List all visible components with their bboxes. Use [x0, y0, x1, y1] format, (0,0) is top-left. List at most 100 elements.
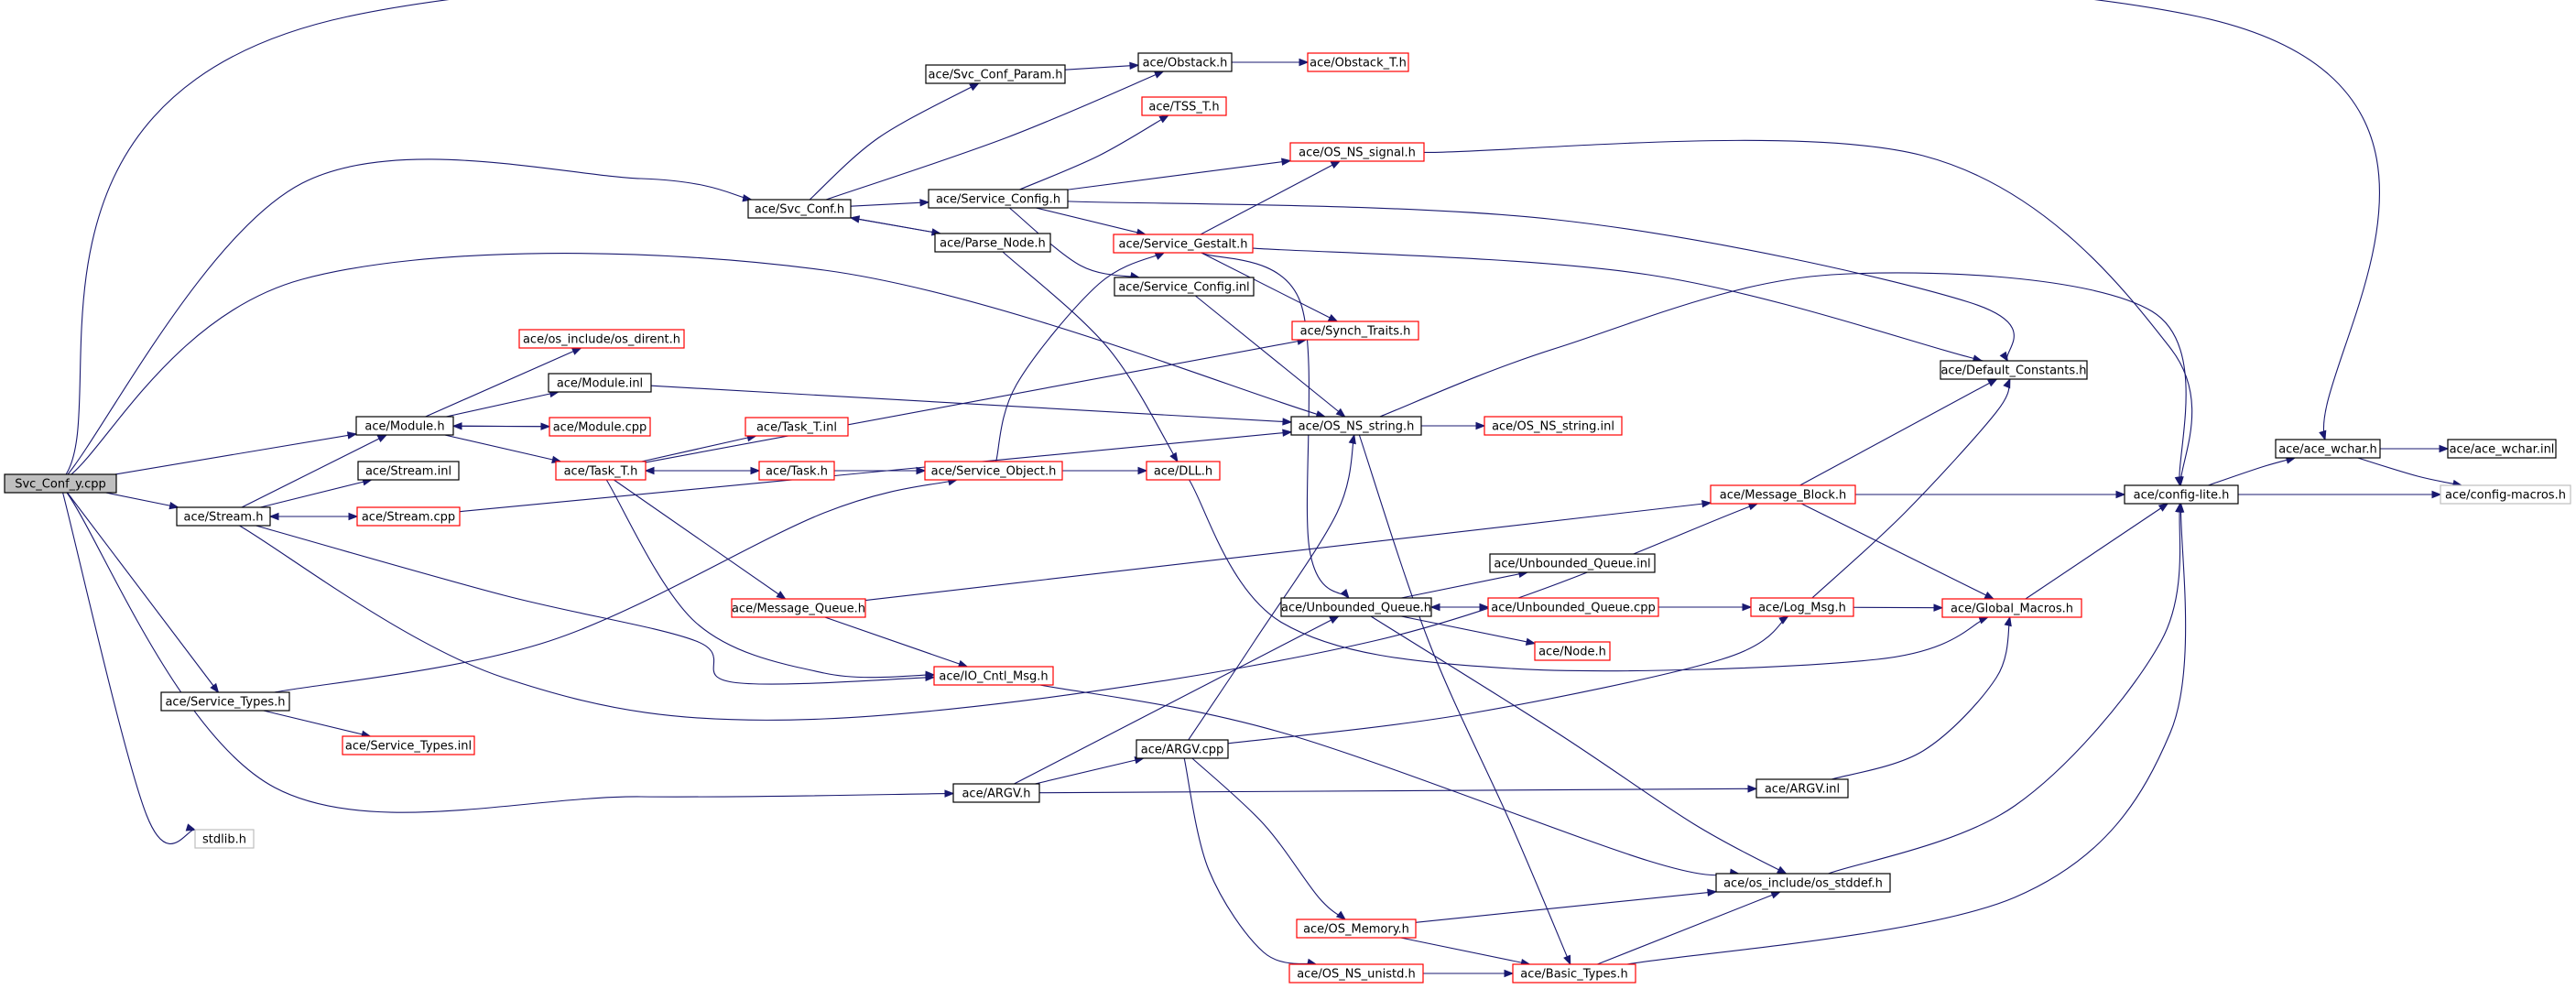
node-box[interactable] — [1289, 142, 1425, 162]
node-box[interactable] — [1291, 321, 1419, 341]
node-box[interactable] — [1755, 778, 1849, 799]
node-dll-h[interactable]: ace/DLL.h — [1146, 461, 1221, 481]
node-node-h[interactable]: ace/Node.h — [1534, 641, 1611, 661]
node-svc-conf-h[interactable]: ace/Svc_Conf.h — [747, 199, 852, 219]
node-io-cntl-msg-h[interactable]: ace/IO_Cntl_Msg.h — [933, 666, 1054, 686]
node-task-t-inl[interactable]: ace/Task_T.inl — [745, 417, 849, 437]
node-default-constants-h[interactable]: ace/Default_Constants.h — [1940, 360, 2088, 380]
node-box[interactable] — [934, 233, 1051, 253]
node-task-t-h[interactable]: ace/Task_T.h — [555, 461, 647, 481]
node-box[interactable] — [1940, 360, 2088, 380]
node-os-memory-h[interactable]: ace/OS_Memory.h — [1296, 918, 1417, 939]
node-box[interactable] — [549, 417, 651, 437]
node-box[interactable] — [1512, 963, 1636, 984]
node-box[interactable] — [176, 506, 271, 527]
node-box[interactable] — [1489, 553, 1656, 573]
node-box[interactable] — [1710, 484, 1856, 505]
node-module-h[interactable]: ace/Module.h — [355, 416, 454, 436]
node-box[interactable] — [1280, 597, 1432, 617]
node-box[interactable] — [928, 189, 1069, 209]
node-box[interactable] — [357, 461, 460, 481]
node-box[interactable] — [2447, 439, 2557, 459]
node-box[interactable] — [356, 506, 461, 527]
node-box[interactable] — [160, 691, 290, 712]
node-box[interactable] — [731, 598, 866, 618]
node-service-types-h[interactable]: ace/Service_Types.h — [160, 691, 290, 712]
node-module-inl[interactable]: ace/Module.inl — [548, 373, 652, 393]
node-obstack-t-h[interactable]: ace/Obstack_T.h — [1307, 52, 1409, 72]
node-stream-inl[interactable]: ace/Stream.inl — [357, 461, 460, 481]
node-box[interactable] — [555, 461, 647, 481]
node-os-ns-signal-h[interactable]: ace/OS_NS_signal.h — [1289, 142, 1425, 162]
node-box[interactable] — [342, 735, 475, 755]
node-box[interactable] — [1487, 597, 1659, 617]
node-service-config-h[interactable]: ace/Service_Config.h — [928, 189, 1069, 209]
node-os-stddef-h[interactable]: ace/os_include/os_stddef.h — [1715, 873, 1891, 893]
node-os-ns-string-inl[interactable]: ace/OS_NS_string.inl — [1484, 416, 1623, 436]
node-box[interactable] — [4, 473, 117, 494]
node-log-msg-h[interactable]: ace/Log_Msg.h — [1750, 597, 1854, 617]
node-box[interactable] — [747, 199, 852, 219]
node-svc-conf-param-h[interactable]: ace/Svc_Conf_Param.h — [925, 64, 1066, 84]
node-box[interactable] — [1750, 597, 1854, 617]
node-box[interactable] — [1141, 96, 1227, 116]
node-box[interactable] — [1534, 641, 1611, 661]
node-os-dirent-h[interactable]: ace/os_include/os_dirent.h — [518, 329, 685, 349]
node-ace-wchar-inl[interactable]: ace/ace_wchar.inl — [2447, 439, 2557, 459]
node-synch-traits-h[interactable]: ace/Synch_Traits.h — [1291, 321, 1419, 341]
node-tss-t-h[interactable]: ace/TSS_T.h — [1141, 96, 1227, 116]
node-box[interactable] — [518, 329, 685, 349]
node-service-object-h[interactable]: ace/Service_Object.h — [924, 461, 1063, 481]
node-box[interactable] — [1307, 52, 1409, 72]
node-box[interactable] — [933, 666, 1054, 686]
node-os-ns-unistd-h[interactable]: ace/OS_NS_unistd.h — [1288, 963, 1424, 984]
node-box[interactable] — [2124, 484, 2239, 505]
node-box[interactable] — [758, 461, 835, 481]
node-box[interactable] — [1288, 963, 1424, 984]
node-box[interactable] — [1113, 234, 1254, 254]
node-box[interactable] — [745, 417, 849, 437]
node-service-config-inl[interactable]: ace/Service_Config.inl — [1114, 277, 1255, 297]
node-unbounded-queue-h[interactable]: ace/Unbounded_Queue.h — [1280, 597, 1432, 617]
node-message-queue-h[interactable]: ace/Message_Queue.h — [731, 598, 866, 618]
node-global-macros-h[interactable]: ace/Global_Macros.h — [1941, 598, 2082, 618]
node-parse-node-h[interactable]: ace/Parse_Node.h — [934, 233, 1051, 253]
node-box[interactable] — [1715, 873, 1891, 893]
node-task-h[interactable]: ace/Task.h — [758, 461, 835, 481]
node-message-block-h[interactable]: ace/Message_Block.h — [1710, 484, 1856, 505]
node-service-gestalt-h[interactable]: ace/Service_Gestalt.h — [1113, 234, 1254, 254]
node-service-types-inl[interactable]: ace/Service_Types.inl — [342, 735, 475, 755]
node-box[interactable] — [1290, 416, 1422, 436]
node-box[interactable] — [1137, 52, 1233, 72]
node-argv-inl[interactable]: ace/ARGV.inl — [1755, 778, 1849, 799]
node-stream-cpp[interactable]: ace/Stream.cpp — [356, 506, 461, 527]
node-box[interactable] — [952, 783, 1040, 803]
node-config-macros-h[interactable]: ace/config-macros.h — [2440, 484, 2571, 505]
node-box[interactable] — [2440, 484, 2571, 505]
node-unbounded-queue-inl[interactable]: ace/Unbounded_Queue.inl — [1489, 553, 1656, 573]
node-basic-types-h[interactable]: ace/Basic_Types.h — [1512, 963, 1636, 984]
node-box[interactable] — [1114, 277, 1255, 297]
node-stdlib-h[interactable]: stdlib.h — [194, 829, 255, 849]
node-argv-cpp[interactable]: ace/ARGV.cpp — [1136, 739, 1229, 759]
node-box[interactable] — [1146, 461, 1221, 481]
node-box[interactable] — [1484, 416, 1623, 436]
node-module-cpp[interactable]: ace/Module.cpp — [549, 417, 651, 437]
node-box[interactable] — [1136, 739, 1229, 759]
node-box[interactable] — [548, 373, 652, 393]
node-os-ns-string-h[interactable]: ace/OS_NS_string.h — [1290, 416, 1422, 436]
node-box[interactable] — [925, 64, 1066, 84]
node-box[interactable] — [1941, 598, 2082, 618]
node-box[interactable] — [924, 461, 1063, 481]
node-unbounded-queue-cpp[interactable]: ace/Unbounded_Queue.cpp — [1487, 597, 1659, 617]
node-box[interactable] — [1296, 918, 1417, 939]
node-config-lite-h[interactable]: ace/config-lite.h — [2124, 484, 2239, 505]
node-argv-h[interactable]: ace/ARGV.h — [952, 783, 1040, 803]
node-box[interactable] — [355, 416, 454, 436]
node-ace-wchar-h[interactable]: ace/ace_wchar.h — [2275, 439, 2381, 459]
node-root[interactable]: Svc_Conf_y.cpp — [4, 473, 117, 494]
node-stream-h[interactable]: ace/Stream.h — [176, 506, 271, 527]
node-obstack-h[interactable]: ace/Obstack.h — [1137, 52, 1233, 72]
node-box[interactable] — [2275, 439, 2381, 459]
node-box[interactable] — [194, 829, 255, 849]
